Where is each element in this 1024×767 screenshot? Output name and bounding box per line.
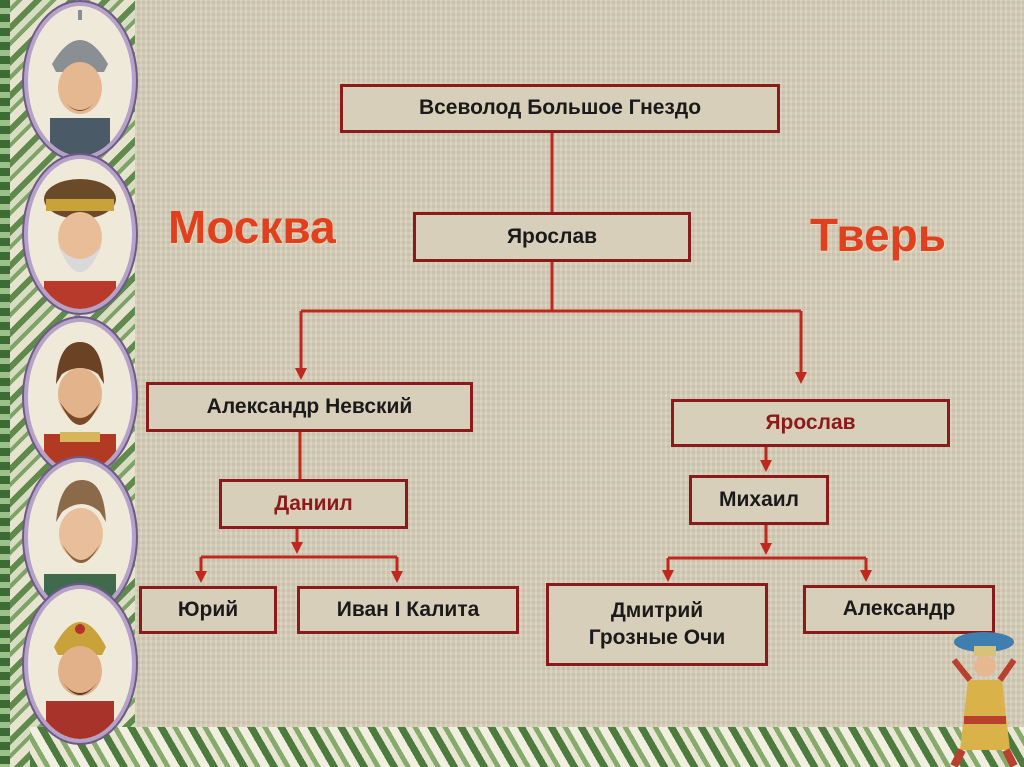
bottom-ornament-border xyxy=(30,727,1024,767)
node-ivan-kalita: Иван I Калита xyxy=(297,586,519,634)
node-yaroslav-tver: Ярослав xyxy=(671,399,950,447)
node-mikhail: Михаил xyxy=(689,475,829,525)
city-label-moscow: Москва xyxy=(168,201,336,253)
prince-portrait-icon xyxy=(24,318,136,476)
prince-portrait-icon xyxy=(24,585,136,743)
node-daniil: Даниил xyxy=(219,479,408,529)
node-yaroslav: Ярослав xyxy=(413,212,691,262)
traveller-figure-icon xyxy=(950,632,1018,767)
left-border-strip xyxy=(0,0,10,767)
prince-portrait-icon xyxy=(24,2,136,160)
prince-portrait-icon xyxy=(24,155,136,313)
node-vsevolod: Всеволод Большое Гнездо xyxy=(340,84,780,133)
node-dmitry: Дмитрий Грозные Очи xyxy=(546,583,768,666)
city-label-tver: Тверь xyxy=(810,209,946,261)
node-yuri: Юрий xyxy=(139,586,277,634)
node-alexander-nevsky: Александр Невский xyxy=(146,382,473,432)
node-alexander: Александр xyxy=(803,585,995,634)
